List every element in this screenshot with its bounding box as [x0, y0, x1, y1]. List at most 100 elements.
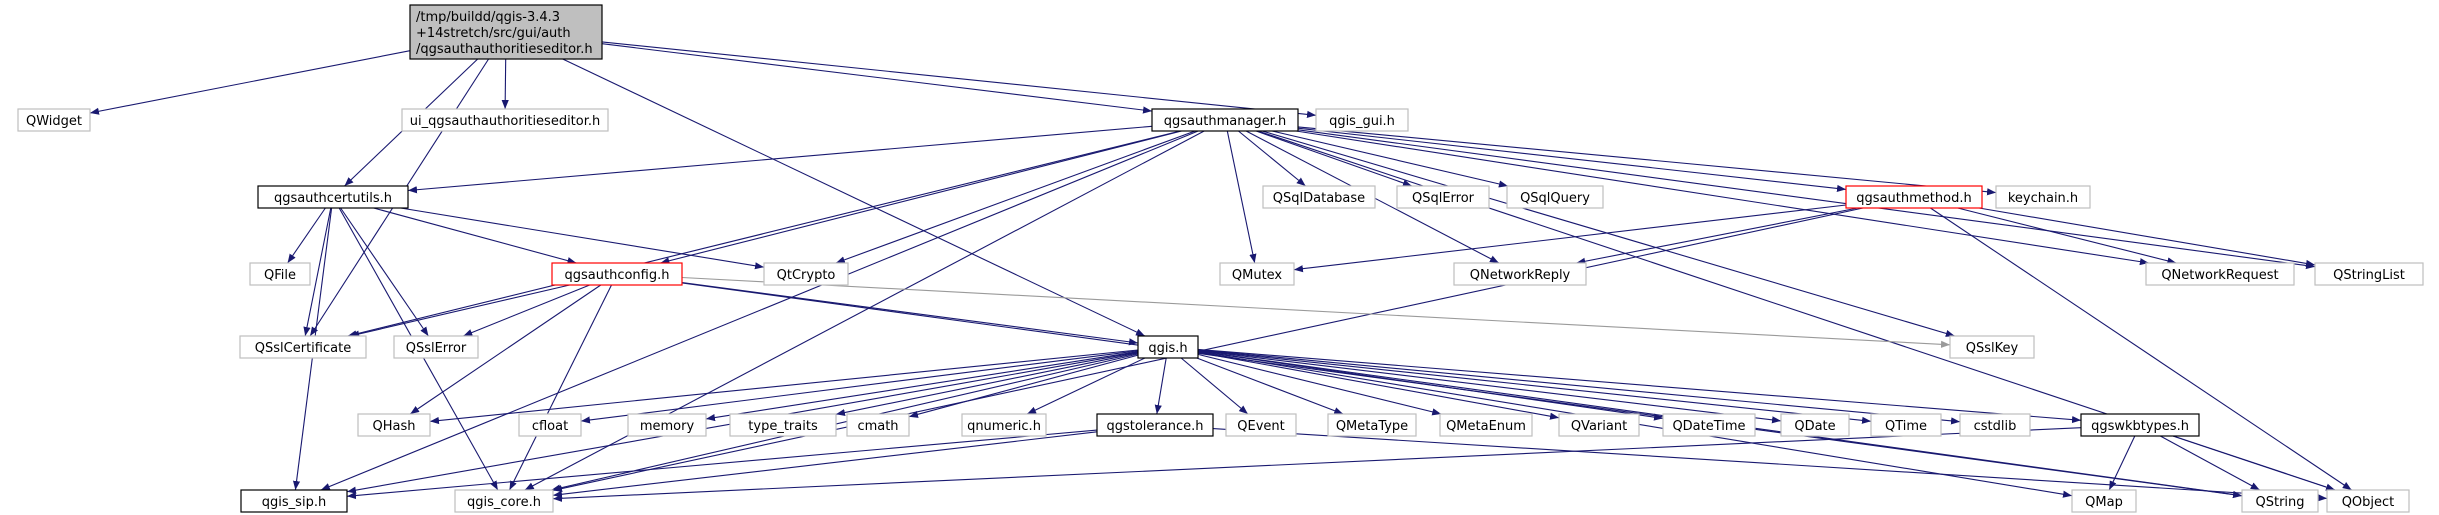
node-qsqlquery[interactable]: QSqlQuery [1506, 185, 1604, 209]
node-label: QMutex [1232, 268, 1283, 283]
node-qstringlist[interactable]: QStringList [2314, 262, 2424, 286]
node-label: QWidget [26, 114, 82, 129]
node-qstring[interactable]: QString [2241, 489, 2319, 513]
node-label: QNetworkRequest [2161, 268, 2278, 283]
node-memory[interactable]: memory [627, 413, 707, 437]
node-qgis_gui[interactable]: qgis_gui.h [1315, 108, 1409, 132]
node-wkbtypes[interactable]: qgswkbtypes.h [2080, 413, 2200, 437]
node-label: QMetaType [1336, 419, 1408, 434]
node-box [846, 413, 910, 437]
node-qnumeric[interactable]: qnumeric.h [961, 413, 1047, 437]
edge-qgis-to-qgis_core [551, 353, 1139, 492]
node-label: qgis_gui.h [1329, 114, 1395, 129]
node-qwidget[interactable]: QWidget [17, 108, 91, 132]
edge-tolerance-to-qobject [1212, 428, 2328, 502]
node-qmetatype[interactable]: QMetaType [1327, 413, 1417, 437]
node-qdate[interactable]: QDate [1780, 413, 1850, 437]
node-qsqldatabase[interactable]: QSqlDatabase [1262, 185, 1376, 209]
node-label: QTime [1885, 419, 1927, 434]
edge-root-to-manager [601, 43, 1153, 114]
node-box [240, 489, 348, 513]
node-qvariant[interactable]: QVariant [1558, 413, 1640, 437]
node-qmetaenum[interactable]: QMetaEnum [1439, 413, 1533, 437]
node-label: QFile [264, 268, 296, 283]
node-label: QSslKey [1966, 341, 2019, 356]
node-qsslerror[interactable]: QSslError [393, 335, 479, 359]
node-qfile[interactable]: QFile [249, 262, 311, 286]
edge-manager-to-qsqlquery [1271, 130, 1509, 188]
node-box [1225, 413, 1297, 437]
node-label: cfloat [532, 419, 568, 434]
node-box [1959, 413, 2031, 437]
node-box [401, 108, 609, 132]
node-box [257, 185, 409, 209]
node-qobject[interactable]: QObject [2326, 489, 2410, 513]
node-label: qgsauthconfig.h [565, 268, 670, 283]
node-manager[interactable]: qgsauthmanager.h [1151, 108, 1299, 132]
node-type_traits[interactable]: type_traits [729, 413, 837, 437]
node-qtime[interactable]: QTime [1870, 413, 1942, 437]
edge-config-to-qgis_core [509, 284, 612, 491]
node-qsslkey[interactable]: QSslKey [1949, 335, 2035, 359]
node-qmap[interactable]: QMap [2071, 489, 2137, 513]
node-box [1315, 108, 1409, 132]
edge-manager-to-qgis_sip [320, 130, 1199, 491]
node-ui_editor[interactable]: ui_qgsauthauthoritieseditor.h [401, 108, 609, 132]
edge-root-to-qwidget [89, 50, 411, 115]
node-box [2241, 489, 2319, 513]
node-label: QHash [373, 419, 416, 434]
edge-manager-to-certutils [407, 125, 1153, 194]
edge-manager-to-qsslkey [1262, 130, 1955, 337]
node-label: qgis.h [1148, 341, 1187, 356]
node-qsslcertificate[interactable]: QSslCertificate [239, 335, 367, 359]
edge-certutils-to-qsslerror [340, 207, 429, 337]
node-label: QDateTime [1672, 419, 1745, 434]
node-qdatetime[interactable]: QDateTime [1662, 413, 1756, 437]
edge-qgis-to-qnumeric [1026, 357, 1146, 415]
node-tolerance[interactable]: qgstolerance.h [1096, 413, 1214, 437]
node-qgis_sip[interactable]: qgis_sip.h [240, 489, 348, 513]
node-cstdlib[interactable]: cstdlib [1959, 413, 2031, 437]
node-config[interactable]: qgsauthconfig.h [551, 262, 683, 286]
edge-qgis-to-qvariant [1197, 351, 1560, 420]
node-qgis_core[interactable]: qgis_core.h [454, 489, 554, 513]
node-label: QSqlDatabase [1273, 191, 1365, 206]
node-cmath[interactable]: cmath [846, 413, 910, 437]
node-box [1558, 413, 1640, 437]
node-root[interactable]: /tmp/buildd/qgis-3.4.3+14stretch/src/gui… [409, 4, 603, 60]
edge-config-to-qsslerror [463, 284, 590, 337]
node-label: +14stretch/src/gui/auth [416, 26, 571, 41]
node-label: QStringList [2333, 268, 2405, 283]
node-qmutex[interactable]: QMutex [1219, 262, 1295, 286]
edge-tolerance-to-qgis_sip [346, 429, 1098, 500]
node-box [1870, 413, 1942, 437]
edge-manager-to-config [660, 130, 1182, 265]
edge-method-to-qmutex [1293, 204, 1847, 273]
node-qevent[interactable]: QEvent [1225, 413, 1297, 437]
node-label: qgsauthmethod.h [1856, 191, 1971, 206]
node-box [454, 489, 554, 513]
node-box [1137, 335, 1199, 359]
edge-method-to-qgis_core [552, 207, 1864, 493]
node-qgis[interactable]: qgis.h [1137, 335, 1199, 359]
node-qsqlerror[interactable]: QSqlError [1396, 185, 1490, 209]
node-box [518, 413, 582, 437]
node-certutils[interactable]: qgsauthcertutils.h [257, 185, 409, 209]
edge-manager-to-qsqlerror [1255, 130, 1413, 187]
edge-wkbtypes-to-qstring [2160, 435, 2260, 491]
node-cfloat[interactable]: cfloat [518, 413, 582, 437]
node-keychain[interactable]: keychain.h [1995, 185, 2091, 209]
node-label: ui_qgsauthauthoritieseditor.h [410, 114, 601, 129]
edge-manager-to-method [1297, 127, 1847, 192]
node-qnetworkrequest[interactable]: QNetworkRequest [2145, 262, 2295, 286]
node-qhash[interactable]: QHash [357, 413, 431, 437]
edge-certutils-to-qfile [287, 207, 326, 264]
edge-qgis-to-memory [705, 351, 1139, 422]
edge-qgis-to-qdate [1197, 350, 1782, 424]
node-qtcrypto[interactable]: QtCrypto [763, 262, 849, 286]
node-qnetworkreply[interactable]: QNetworkReply [1453, 262, 1587, 286]
node-label: QString [2255, 495, 2304, 510]
node-method[interactable]: qgsauthmethod.h [1845, 185, 1983, 209]
edge-config-to-qsslkey [681, 276, 1951, 348]
